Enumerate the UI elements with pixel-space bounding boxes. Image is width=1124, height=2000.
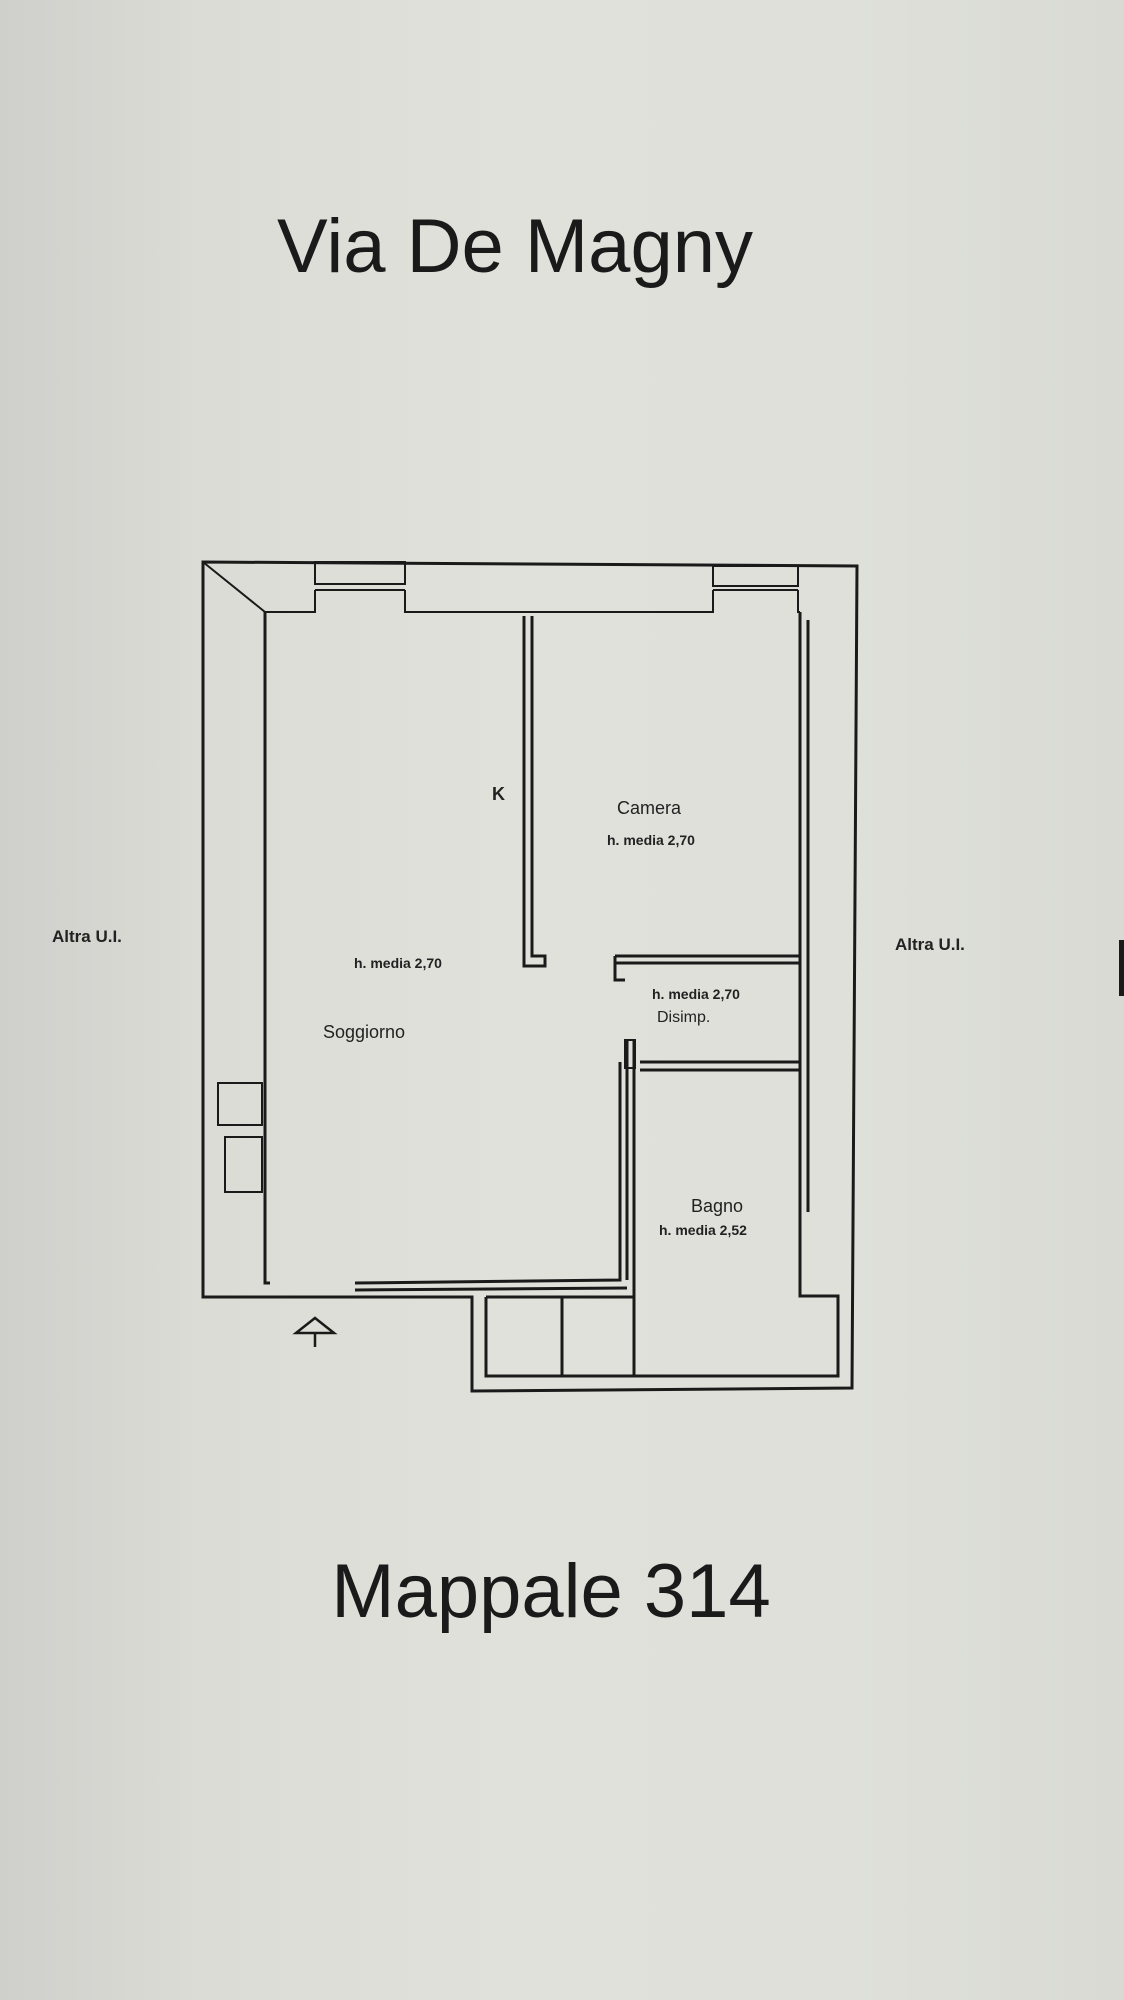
inner-wall	[263, 612, 270, 1285]
street-title: Via De Magny	[277, 204, 753, 289]
window-top-left	[314, 561, 406, 585]
soggiorno-bottom-wall	[354, 1062, 628, 1292]
outer-wall	[201, 560, 859, 1393]
room-disimp-height: h. media 2,70	[652, 986, 740, 1002]
room-bagno-name: Bagno	[691, 1196, 743, 1216]
room-bagno-height: h. media 2,52	[659, 1222, 747, 1238]
plan-walls	[201, 560, 859, 1393]
window-left-1	[217, 1082, 263, 1126]
top-inner-wall	[265, 590, 800, 613]
parcel-title: Mappale 314	[331, 1549, 770, 1634]
partition-soggiorno-camera	[522, 616, 547, 968]
edge-mark	[1119, 940, 1124, 996]
bagno-right-step	[634, 1212, 840, 1378]
door-jamb	[624, 1039, 636, 1069]
room-soggiorno-name: Soggiorno	[323, 1022, 405, 1042]
neighbor-left-label: Altra U.I.	[52, 927, 122, 946]
right-inner-wall	[798, 612, 810, 1212]
room-camera-height: h. media 2,70	[607, 832, 695, 848]
bagno-left-wall	[625, 1040, 636, 1376]
room-soggiorno-height: h. media 2,70	[354, 955, 442, 971]
disimp-bottom-wall	[640, 1060, 800, 1072]
camera-bottom-wall	[613, 954, 800, 982]
neighbor-right-label: Altra U.I.	[895, 935, 965, 954]
storage-bays	[484, 1295, 634, 1378]
kitchen-marker: K	[492, 784, 505, 804]
window-left-2	[224, 1136, 263, 1193]
entrance-arrow-icon	[292, 1316, 338, 1347]
inner-wall-left-offset	[202, 561, 266, 613]
room-camera-name: Camera	[617, 798, 682, 818]
room-disimp-name: Disimp.	[657, 1009, 710, 1026]
window-top-right	[712, 565, 799, 587]
